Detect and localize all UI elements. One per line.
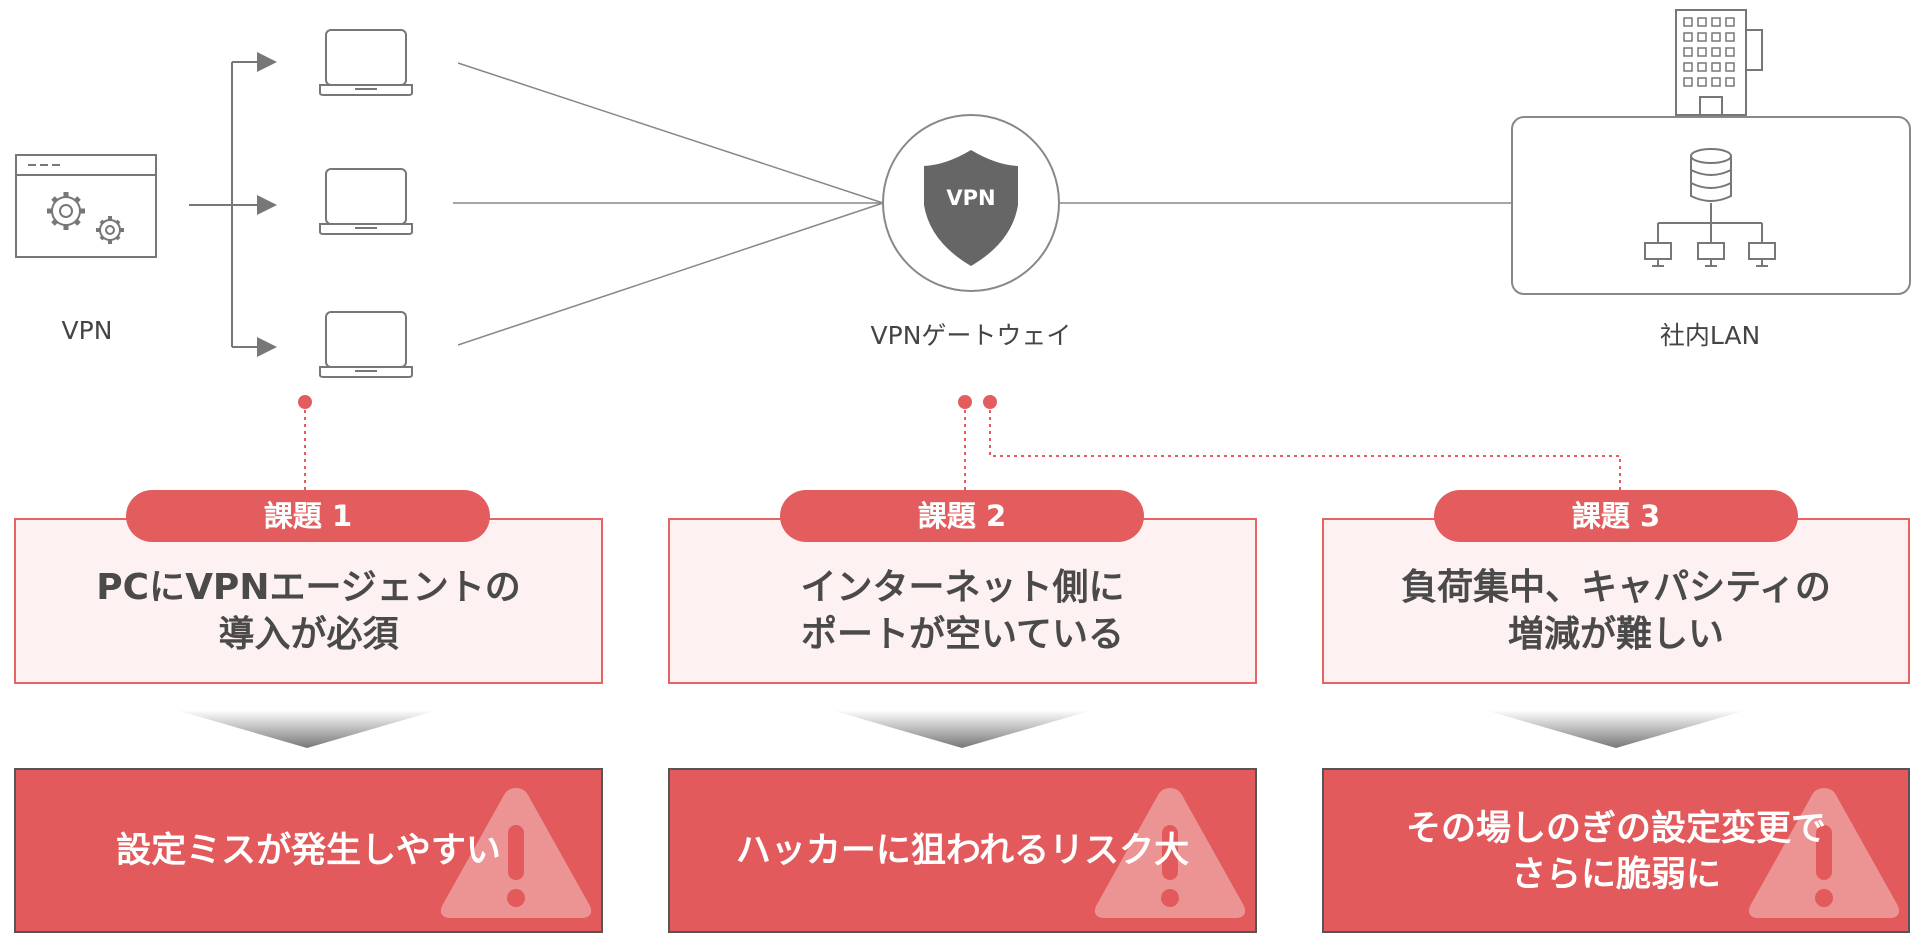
warning-icon [440,788,592,918]
issue-tag-2: 課題 2 [780,490,1144,542]
lan-label: 社内LAN [1659,321,1761,350]
building-icon [1675,9,1763,116]
laptop-icon [319,168,413,235]
result-text: ハッカーに狙われるリスク大 [735,831,1190,871]
laptop-icon [319,29,413,96]
gateway-label: VPNゲートウェイ [870,321,1072,350]
down-chevron-3 [1485,710,1747,748]
issue-box-2: インターネット側に ポートが空いている [668,518,1257,684]
issue-text: PCにVPNエージェントの 導入が必須 [96,567,521,655]
issue-text: 負荷集中、キャパシティの 増減が難しい [1401,567,1831,655]
result-box-2: ハッカーに狙われるリスク大 [668,768,1257,933]
issue-text: インターネット側に ポートが空いている [800,567,1125,655]
shield-icon [924,150,1018,266]
laptop-icon [319,311,413,378]
vpn-client-label: VPN [61,316,113,345]
issue-box-3: 負荷集中、キャパシティの 増減が難しい [1322,518,1910,684]
issue-tag-1: 課題 1 [126,490,490,542]
gateway-badge-text: VPN [946,186,996,210]
issue-tag-3: 課題 3 [1434,490,1798,542]
issue-connector-dots [298,395,997,409]
database-network-icon [1644,148,1776,267]
result-text: その場しのぎの設定変更で さらに脆弱に [1405,809,1826,895]
gateway-connections [453,62,1512,346]
issue-box-1: PCにVPNエージェントの 導入が必須 [14,518,603,684]
settings-window-icon [15,154,157,258]
down-chevron-1 [176,710,438,748]
distribution-connector [189,52,277,357]
result-box-3: その場しのぎの設定変更で さらに脆弱に [1322,768,1910,933]
down-chevron-2 [831,710,1093,748]
result-text: 設定ミスが発生しやすい [116,831,501,871]
warning-icon [1748,788,1900,918]
issue-connectors [304,403,1621,490]
result-box-1: 設定ミスが発生しやすい [14,768,603,933]
warning-icon [1094,788,1246,918]
